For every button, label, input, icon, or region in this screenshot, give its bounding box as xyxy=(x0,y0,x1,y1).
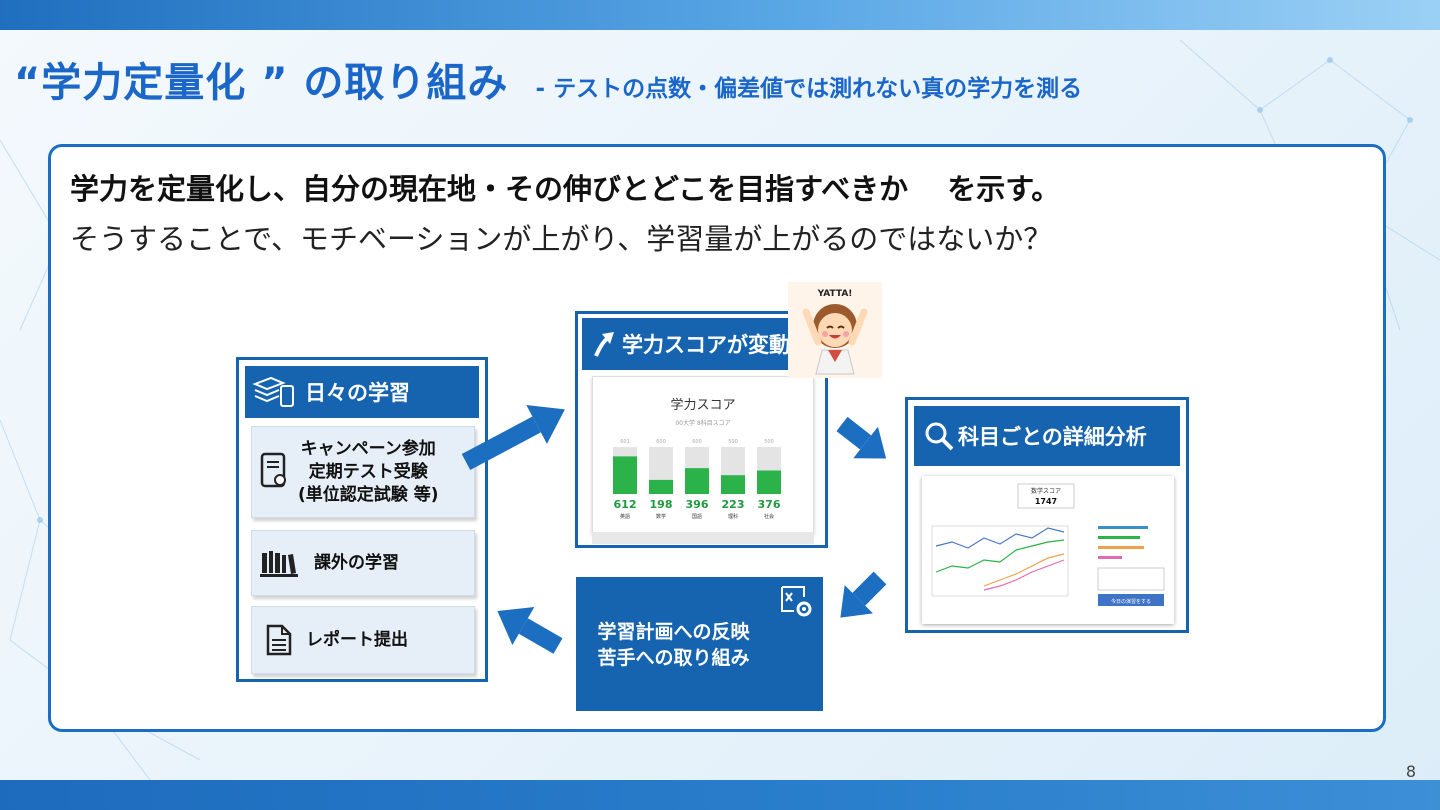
score-bar-subject: 数学 xyxy=(656,513,666,520)
score-bar-subject: 英語 xyxy=(620,513,630,520)
score-bar-max-label: 500 xyxy=(728,439,738,445)
score-bar xyxy=(757,471,781,495)
arrow-analysis-to-plan xyxy=(826,564,894,632)
score-bar-max-label: 500 xyxy=(764,439,774,445)
score-bar-subject: 国語 xyxy=(692,513,702,520)
score-chart-title: 学力スコア xyxy=(670,397,735,413)
analysis-screenshot: 数学スコア 1747 今日の演習をする xyxy=(922,476,1174,624)
arrow-up-icon xyxy=(592,330,618,358)
arrow-daily-to-score xyxy=(456,390,576,481)
score-bar-value: 376 xyxy=(758,498,781,511)
mascot-image: YATTA! xyxy=(788,282,882,378)
plan-line-1: 学習計画への反映 xyxy=(576,619,771,645)
analysis-card: 科目ごとの詳細分析 数学スコア 1747 今日の演習をする xyxy=(905,397,1189,633)
analysis-header: 科目ごとの詳細分析 xyxy=(914,406,1180,466)
score-bar-value: 612 xyxy=(614,498,637,511)
score-bar xyxy=(685,468,709,494)
score-bar-value: 396 xyxy=(686,498,709,511)
score-chart-panel: 学力スコア 00大学 8科目スコア 601 612 英語 600 198 数学 600 396… xyxy=(592,376,814,534)
score-bar-max-label: 600 xyxy=(656,439,666,445)
score-bar-value: 198 xyxy=(650,498,673,511)
plan-settings-icon xyxy=(778,583,814,619)
score-bar xyxy=(613,456,637,494)
score-bar-max-label: 601 xyxy=(620,439,630,445)
study-plan-card: 学習計画への反映 苦手への取り組み xyxy=(576,577,823,711)
score-bar-max-label: 600 xyxy=(692,439,702,445)
bottom-banner xyxy=(0,780,1440,810)
arrow-score-to-analysis xyxy=(830,408,899,474)
page-number: 8 xyxy=(1406,762,1416,781)
score-bar-chart: 学力スコア 00大学 8科目スコア 601 612 英語 600 198 数学 600 396… xyxy=(593,377,813,533)
search-icon xyxy=(924,421,954,451)
score-bar-subject: 社会 xyxy=(764,513,774,520)
analysis-score-value: 1747 xyxy=(1035,497,1057,506)
arrow-plan-to-daily xyxy=(486,592,569,665)
mascot-caption: YATTA! xyxy=(817,289,853,299)
score-bar xyxy=(721,475,745,494)
analysis-action-button: 今日の演習をする xyxy=(1111,598,1151,605)
analysis-score-label: 数学スコア xyxy=(1031,487,1061,495)
score-change-title: 学力スコアが変動 xyxy=(622,329,790,359)
score-change-header: 学力スコアが変動 xyxy=(582,318,821,370)
score-bar xyxy=(649,480,673,494)
cheering-student-icon: YATTA! xyxy=(788,282,882,378)
score-footer-strip xyxy=(592,532,814,544)
score-chart-subtitle: 00大学 8科目スコア xyxy=(675,419,730,427)
plan-line-2: 苦手への取り組み xyxy=(576,645,771,671)
score-bar-subject: 理科 xyxy=(728,513,738,520)
analysis-title: 科目ごとの詳細分析 xyxy=(958,421,1147,451)
score-bar-value: 223 xyxy=(722,498,745,511)
